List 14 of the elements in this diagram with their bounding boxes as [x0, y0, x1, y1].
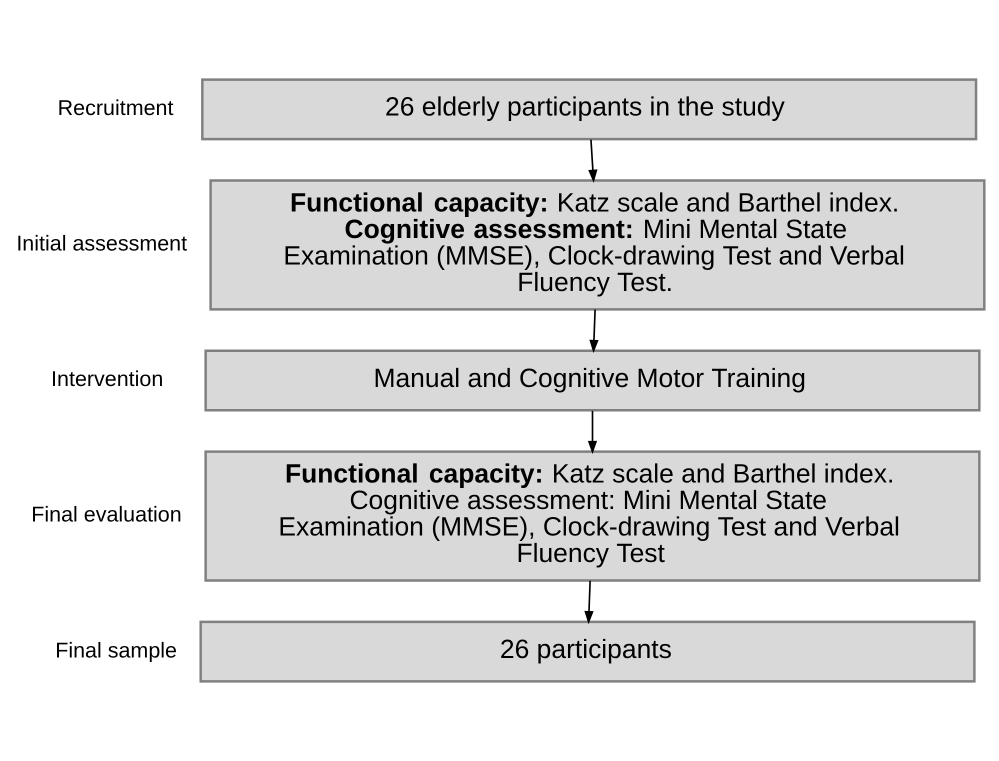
node-label: Recruitment: [58, 96, 174, 120]
node-box: Functional capacity: Katz scale and Barthel index. Cognitive assessment: Mini Mental State Examination (MMSE), Clock-drawing Test and Verbal Fluency Test.: [209, 179, 986, 311]
node-box: Functional capacity: Katz scale and Barthel index. Cognitive assessment: Mini Mental State Examination (MMSE), Clock-drawing Test and Verbal Fluency Test: [204, 450, 981, 582]
node-label: Initial assessment: [16, 232, 188, 256]
node-label: Final sample: [55, 638, 177, 662]
node-label: Intervention: [51, 367, 164, 392]
arrow: [588, 410, 598, 454]
node-box: 26 elderly participants in the study: [201, 78, 978, 140]
arrow: [584, 580, 594, 624]
node-box: 26 participants: [199, 620, 976, 683]
arrow: [589, 310, 599, 354]
arrow: [588, 140, 598, 183]
node-box: Manual and Cognitive Motor Training: [204, 350, 981, 412]
node-label: Final evaluation: [31, 502, 182, 527]
